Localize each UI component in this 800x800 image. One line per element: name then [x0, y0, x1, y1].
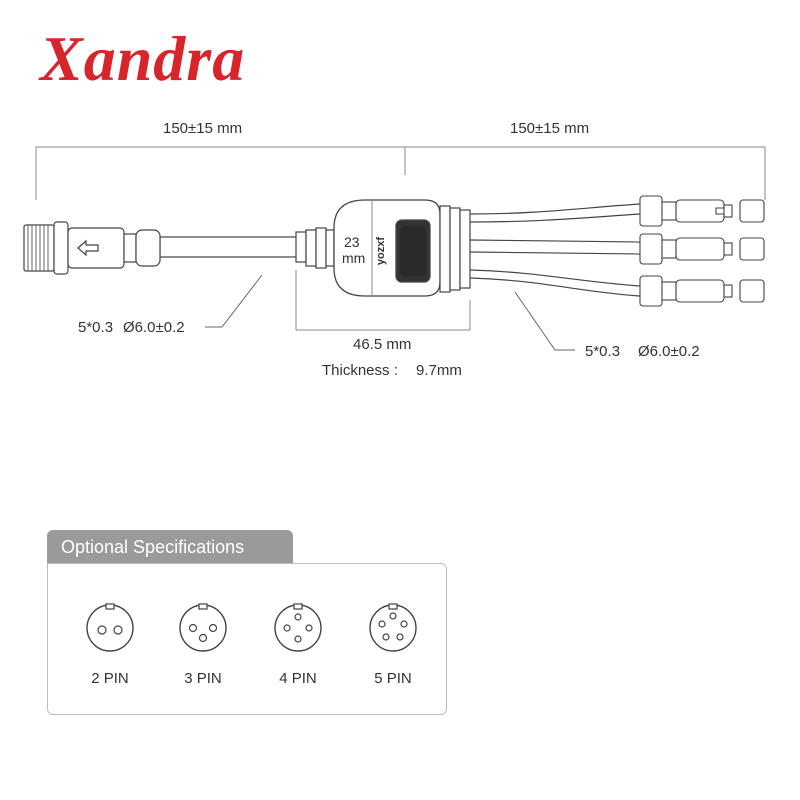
- output-connector-3: [639, 275, 765, 307]
- right-cable-diameter: Ø6.0±0.2: [638, 343, 700, 360]
- input-cable: [159, 236, 301, 258]
- leader-lines: [205, 274, 575, 351]
- thickness-label: Thickness :: [322, 362, 398, 379]
- hub-label: yozxf: [375, 237, 387, 265]
- output-cables: [469, 203, 641, 297]
- hub-width-dimension: [295, 270, 471, 331]
- specs-panel: 2 PIN 3 PIN 4 PIN: [47, 563, 447, 715]
- right-length-label: 150±15 mm: [510, 120, 590, 137]
- left-cable-diameter: Ø6.0±0.2: [123, 319, 185, 336]
- 3-pin-icon: [179, 603, 227, 652]
- hub-width-label: 46.5 mm: [353, 336, 412, 353]
- thickness-value: 9.7mm: [416, 362, 462, 379]
- pin-option-3: 3 PIN: [163, 602, 243, 687]
- hub-relief-left: [295, 227, 335, 269]
- pin-label: 2 PIN: [91, 670, 129, 687]
- output-connector-1: [639, 195, 765, 227]
- cable-diagram: yozxf: [23, 146, 766, 351]
- specs-title: Optional Specifications: [47, 530, 293, 564]
- pin-label: 4 PIN: [279, 670, 317, 687]
- hub-grip-pattern: [400, 226, 426, 276]
- pin-option-2: 2 PIN: [70, 602, 150, 687]
- 4-pin-icon: [274, 603, 322, 652]
- 2-pin-icon: [86, 603, 134, 652]
- brand-logo: Xandra: [40, 23, 246, 94]
- output-connector-2: [639, 233, 765, 265]
- pin-label: 5 PIN: [374, 670, 412, 687]
- left-cable-spec: 5*0.3: [78, 319, 114, 336]
- pin-option-4: 4 PIN: [258, 602, 338, 687]
- pin-label: 3 PIN: [184, 670, 222, 687]
- left-length-label: 150±15 mm: [163, 120, 243, 137]
- 5-pin-icon: [369, 603, 417, 652]
- hub-relief-right: [439, 205, 471, 293]
- length-dimension-lines: [35, 146, 766, 200]
- input-connector: [23, 221, 161, 275]
- pin-option-5: 5 PIN: [353, 602, 433, 687]
- hub-height-value: 23: [344, 234, 360, 250]
- hub-height-unit: mm: [342, 250, 366, 266]
- right-cable-spec: 5*0.3: [585, 343, 621, 360]
